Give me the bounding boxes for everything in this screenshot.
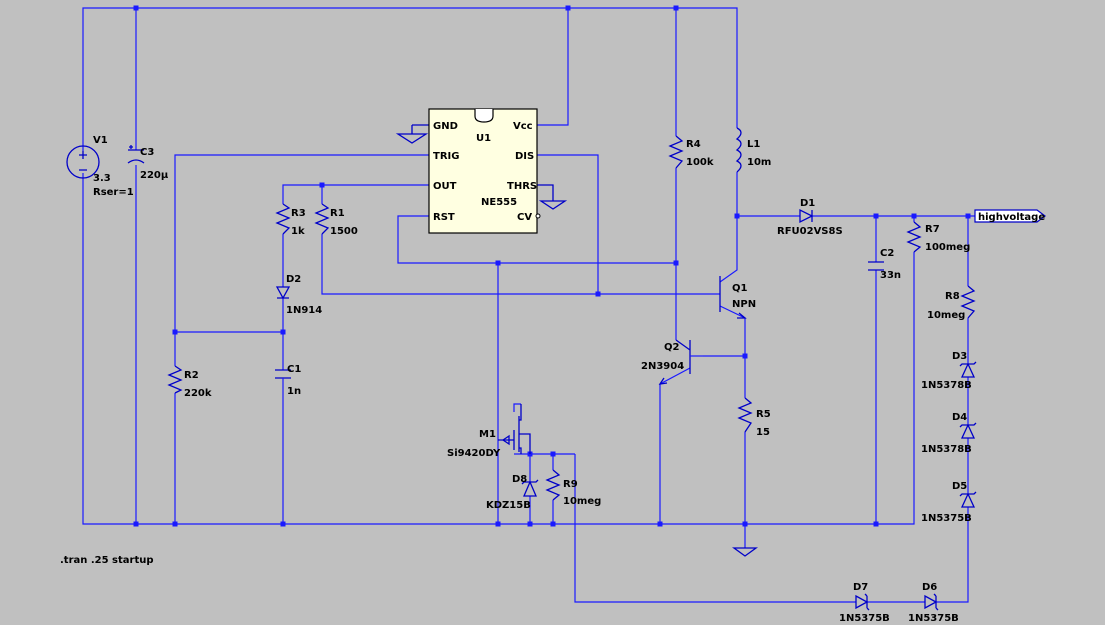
c3-ref: C3 <box>140 147 154 158</box>
q1-value: NPN <box>732 299 756 310</box>
m1-ref: M1 <box>479 429 496 440</box>
u1-pin-out: OUT <box>433 181 457 192</box>
u1-pin-vcc: Vcc <box>513 121 533 132</box>
npn-transistor-q1[interactable]: Q1 NPN <box>719 276 756 319</box>
spice-directive[interactable]: .tran .25 startup <box>60 555 154 566</box>
inductor-l1[interactable]: L1 10m <box>735 127 771 173</box>
r1-value: 1500 <box>330 226 358 237</box>
ground-icon <box>537 184 568 210</box>
r3-ref: R3 <box>291 208 306 219</box>
d2-ref: D2 <box>286 274 301 285</box>
zener-diode-d5[interactable]: D5 1N5375B <box>921 481 977 524</box>
u1-pin-trig: TRIG <box>433 151 459 162</box>
ground-icon <box>732 547 758 557</box>
net-label-text: highvoltage <box>978 212 1045 223</box>
npn-transistor-q2[interactable]: Q2 2N3904 <box>641 339 703 385</box>
capacitor-c1[interactable]: C1 1n <box>275 364 301 397</box>
u1-pin-rst: RST <box>433 212 455 223</box>
resistor-r3[interactable]: R3 1k <box>275 203 306 237</box>
d8-ref: D8 <box>512 474 527 485</box>
d3-ref: D3 <box>952 351 967 362</box>
c2-ref: C2 <box>880 248 894 259</box>
capacitor-c2[interactable]: C2 33n <box>868 248 901 281</box>
r3-value: 1k <box>291 226 305 237</box>
r5-value: 15 <box>756 427 770 438</box>
r2-value: 220k <box>184 388 212 399</box>
u1-pin-cv: CV <box>517 212 532 223</box>
r4-ref: R4 <box>686 139 701 150</box>
resistor-r1[interactable]: R1 1500 <box>314 203 358 237</box>
u1-pin-gnd: GND <box>433 121 458 132</box>
v1-rser: Rser=1 <box>93 187 134 198</box>
d7-ref: D7 <box>853 582 868 593</box>
zener-diode-d7[interactable]: D7 1N5375B <box>839 582 890 624</box>
v1-ref: V1 <box>93 135 108 146</box>
r9-value: 10meg <box>563 496 601 507</box>
c3-value: 220µ <box>140 170 169 181</box>
resistor-r4[interactable]: R4 100k <box>668 135 714 169</box>
d6-ref: D6 <box>922 582 937 593</box>
r7-value: 100meg <box>925 242 970 253</box>
d8-value: KDZ15B <box>486 500 531 511</box>
q2-ref: Q2 <box>664 342 680 353</box>
u1-value: NE555 <box>481 197 517 208</box>
zener-diode-d4[interactable]: D4 1N5378B <box>921 412 977 455</box>
r1-ref: R1 <box>330 208 345 219</box>
capacitor-c3[interactable]: C3 220µ <box>127 145 169 181</box>
voltage-source-v1[interactable]: V1 3.3 Rser=1 <box>66 135 134 198</box>
q1-ref: Q1 <box>732 283 748 294</box>
r7-ref: R7 <box>925 224 940 235</box>
zener-diode-d6[interactable]: D6 1N5375B <box>908 582 959 624</box>
resistor-r7[interactable]: R7 100meg <box>906 221 970 253</box>
l1-value: 10m <box>747 157 771 168</box>
r4-value: 100k <box>686 157 714 168</box>
u1-pin-dis: DIS <box>515 151 534 162</box>
r8-ref: R8 <box>945 291 960 302</box>
resistor-r9[interactable]: R9 10meg <box>545 469 601 507</box>
c2-value: 33n <box>880 270 901 281</box>
v1-value: 3.3 <box>93 173 111 184</box>
d3-value: 1N5378B <box>921 380 972 391</box>
d5-value: 1N5375B <box>921 513 972 524</box>
r9-ref: R9 <box>563 479 578 490</box>
net-label-highvoltage[interactable]: highvoltage <box>974 209 1046 223</box>
c1-value: 1n <box>287 386 301 397</box>
zener-diode-d8[interactable]: D8 KDZ15B <box>486 474 539 511</box>
ic-u1-ne555[interactable]: U1 NE555 GND Vcc TRIG DIS OUT THRS RST C… <box>428 108 541 234</box>
u1-pin-thrs: THRS <box>507 181 537 192</box>
d1-value: RFU02VS8S <box>777 226 843 237</box>
r5-ref: R5 <box>756 409 771 420</box>
r2-ref: R2 <box>184 370 199 381</box>
diode-d1[interactable]: D1 RFU02VS8S <box>777 198 843 237</box>
resistor-r8[interactable]: R8 10meg <box>927 285 976 321</box>
d7-value: 1N5375B <box>839 613 890 624</box>
resistor-r5[interactable]: R5 15 <box>737 397 771 438</box>
d4-ref: D4 <box>952 412 967 423</box>
u1-ref: U1 <box>476 133 491 144</box>
diode-d2[interactable]: D2 1N914 <box>275 274 322 316</box>
mosfet-m1[interactable]: M1 Si9420DY <box>447 404 531 459</box>
c1-ref: C1 <box>287 364 301 375</box>
d1-ref: D1 <box>800 198 815 209</box>
resistor-r2[interactable]: R2 220k <box>167 365 212 399</box>
d5-ref: D5 <box>952 481 967 492</box>
d4-value: 1N5378B <box>921 444 972 455</box>
m1-value: Si9420DY <box>447 448 501 459</box>
d6-value: 1N5375B <box>908 613 959 624</box>
r8-value: 10meg <box>927 310 965 321</box>
ground-icon <box>395 124 429 144</box>
junctions <box>133 5 971 527</box>
d2-value: 1N914 <box>286 305 322 316</box>
l1-ref: L1 <box>747 139 760 150</box>
wires <box>82 7 975 603</box>
zener-diode-d3[interactable]: D3 1N5378B <box>921 351 977 391</box>
q2-value: 2N3904 <box>641 361 684 372</box>
